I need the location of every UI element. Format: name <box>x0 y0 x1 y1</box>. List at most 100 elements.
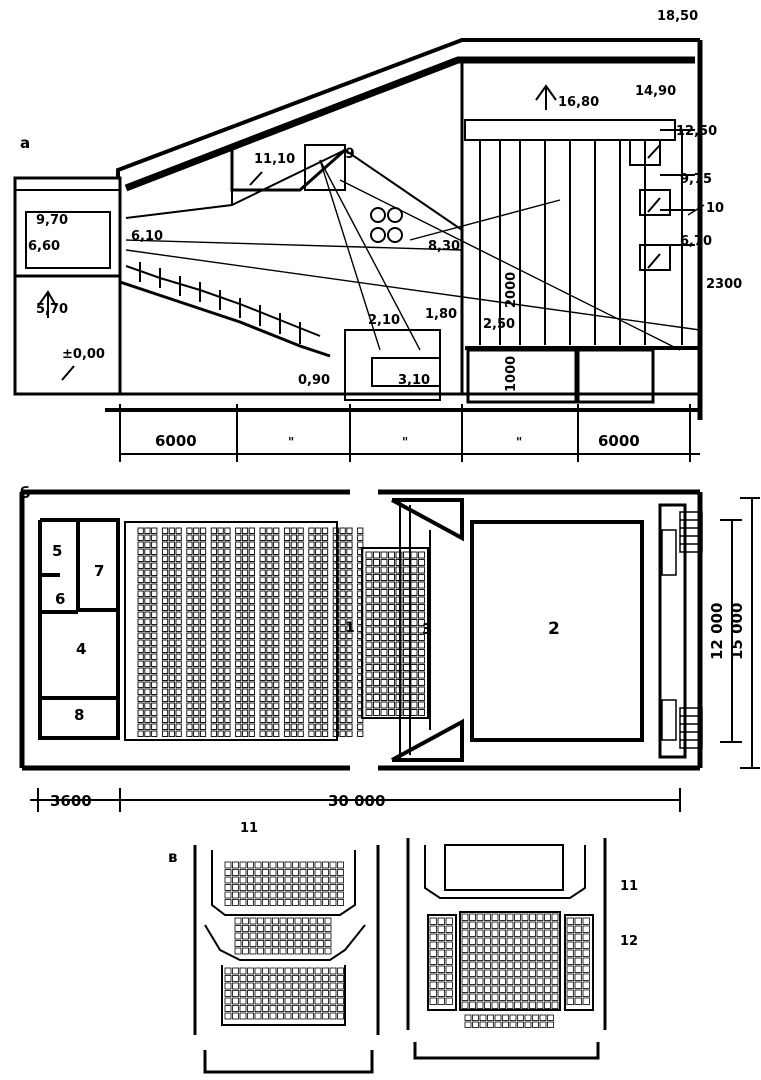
seat <box>566 949 574 957</box>
seat <box>266 555 273 562</box>
seat <box>315 569 322 576</box>
seat <box>332 646 339 653</box>
seat <box>137 709 144 716</box>
seat <box>161 646 169 653</box>
seat <box>346 632 353 639</box>
seat <box>273 716 280 723</box>
seat <box>137 639 144 646</box>
seat <box>168 583 175 590</box>
seat <box>322 891 329 899</box>
seat <box>266 667 273 674</box>
seat <box>574 917 582 925</box>
seat <box>175 583 182 590</box>
seat <box>544 945 551 953</box>
seat <box>339 548 346 555</box>
seat <box>224 660 231 667</box>
seat <box>247 997 254 1005</box>
seat <box>332 709 339 716</box>
forestage-seats <box>365 551 425 716</box>
seat <box>346 548 353 555</box>
seat <box>403 694 410 701</box>
seat <box>329 982 337 990</box>
seat <box>337 997 344 1005</box>
elev-1-80: 1,80 <box>425 307 457 322</box>
seat <box>259 590 266 597</box>
seat <box>346 695 353 702</box>
seat <box>380 701 388 709</box>
seat <box>217 723 224 730</box>
seat <box>193 597 200 604</box>
seat <box>308 709 315 716</box>
seat <box>314 990 322 997</box>
seat <box>332 653 339 660</box>
seat <box>346 625 353 632</box>
seat <box>476 929 484 937</box>
seat <box>284 869 292 876</box>
seat <box>262 997 269 1005</box>
pit-box <box>371 357 441 387</box>
seat <box>241 688 249 695</box>
seat <box>373 589 380 596</box>
seat <box>248 590 255 597</box>
seat <box>395 641 403 649</box>
room-3: 3 <box>422 620 432 638</box>
seat <box>380 709 388 716</box>
seat <box>257 925 264 932</box>
seat <box>210 688 217 695</box>
seat <box>144 583 151 590</box>
seat <box>509 1021 517 1028</box>
seat <box>279 932 287 940</box>
seat <box>332 730 339 737</box>
seat <box>346 611 353 618</box>
seat <box>161 695 169 702</box>
stage-fly-tower <box>464 119 676 345</box>
seat <box>224 990 232 997</box>
seat <box>308 667 315 674</box>
seat <box>551 945 559 953</box>
seat <box>365 664 373 671</box>
seat <box>193 562 200 569</box>
seat <box>257 940 264 947</box>
seat <box>332 723 339 730</box>
seat <box>224 674 231 681</box>
seat <box>532 1014 539 1021</box>
seat <box>469 913 476 921</box>
seat <box>484 985 491 993</box>
seat <box>410 664 418 671</box>
seat <box>193 646 200 653</box>
seat <box>292 1012 299 1020</box>
seat <box>224 861 232 869</box>
seat <box>294 925 302 932</box>
seat <box>224 618 231 625</box>
seat <box>242 947 249 955</box>
seat <box>266 590 273 597</box>
seat <box>547 1014 554 1021</box>
seat <box>308 730 315 737</box>
seat <box>168 674 175 681</box>
seat <box>499 953 506 961</box>
seat <box>269 990 277 997</box>
seat <box>339 583 346 590</box>
seat <box>193 611 200 618</box>
seat <box>161 576 169 583</box>
seat <box>264 925 272 932</box>
seat <box>332 583 339 590</box>
seat <box>322 967 329 975</box>
seat <box>283 569 291 576</box>
seat <box>290 709 297 716</box>
seat <box>332 548 339 555</box>
seat <box>217 730 224 737</box>
seat <box>314 967 322 975</box>
seat <box>254 884 262 891</box>
seat <box>210 583 217 590</box>
seat <box>309 932 317 940</box>
seat <box>273 576 280 583</box>
seat <box>315 653 322 660</box>
seat <box>337 861 344 869</box>
seat <box>365 671 373 679</box>
seat <box>235 618 242 625</box>
raked-floor <box>119 280 331 358</box>
seat <box>151 716 158 723</box>
seat <box>168 660 175 667</box>
